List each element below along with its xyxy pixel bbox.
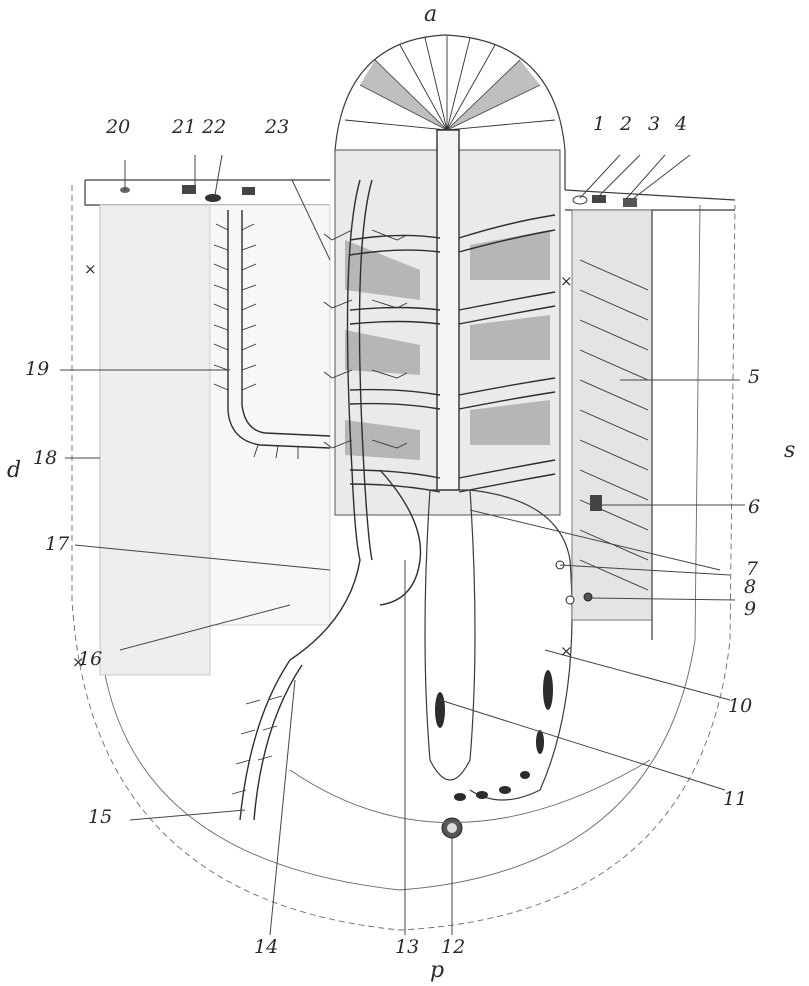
dark-segments [435,670,553,801]
label-2: 2 [620,115,632,134]
label-19: 19 [25,360,49,379]
label-dexter: d [7,460,21,482]
top-band-right [565,190,735,210]
label-21: 21 [172,118,196,137]
lower-central-sac [425,490,475,780]
left-panel [100,205,210,675]
label-18: 18 [33,449,57,468]
label-23: 23 [265,118,289,137]
bottom-hatch-arc [290,760,650,823]
label-14: 14 [254,938,278,957]
label-6: 6 [748,498,760,517]
label-anterior: a [424,4,437,26]
label-8: 8 [744,578,756,597]
label-1: 1 [593,115,605,134]
label-15: 15 [88,808,112,827]
central-body [335,130,560,515]
port-markers-left [120,185,255,202]
x-mark-lower-left: × [72,655,85,670]
right-muscle-band [572,210,652,620]
x-mark-right: × [560,274,573,289]
label-9: 9 [744,600,756,619]
label-3: 3 [648,115,660,134]
lower-right-sac [470,490,572,800]
label-12: 12 [441,938,465,957]
label-17: 17 [45,535,69,554]
dome-radial-fins [345,36,555,130]
label-20: 20 [106,118,130,137]
label-13: 13 [395,938,419,957]
label-11: 11 [723,790,747,809]
lower-loop [240,660,290,820]
label-sinister: s [784,440,795,462]
label-10: 10 [728,697,752,716]
x-mark-lower-right: × [560,644,573,659]
label-posterior: p [430,960,444,982]
label-4: 4 [675,115,687,134]
x-mark-left: × [84,262,97,277]
label-22: 22 [202,118,226,137]
label-5: 5 [748,368,760,387]
